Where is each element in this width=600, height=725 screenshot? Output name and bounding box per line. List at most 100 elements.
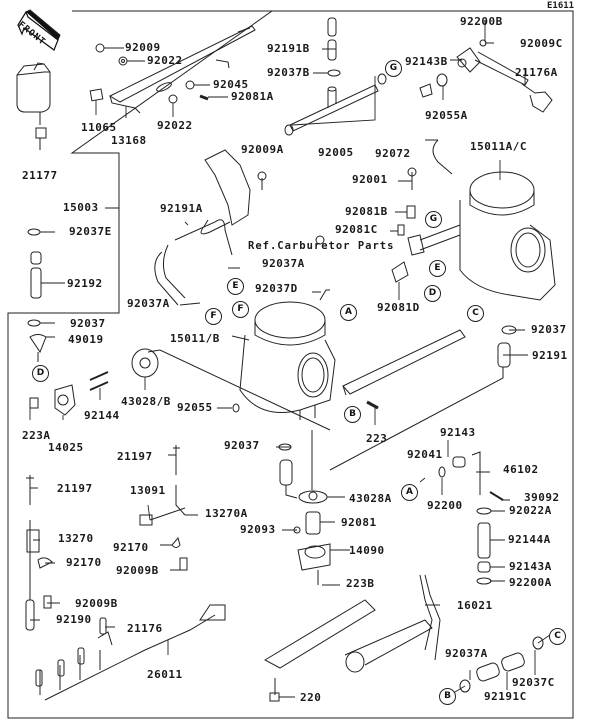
connector-a: A xyxy=(340,304,357,321)
frame-border xyxy=(7,10,574,719)
part-label[interactable]: 92144 xyxy=(84,409,120,422)
part-label[interactable]: 43028/B xyxy=(121,395,171,408)
part-label[interactable]: 15003 xyxy=(63,201,99,214)
connector-f: F xyxy=(232,301,249,318)
part-label[interactable]: 92190 xyxy=(56,613,92,626)
part-label[interactable]: 223A xyxy=(22,429,51,442)
part-label[interactable]: 220 xyxy=(300,691,322,704)
part-label[interactable]: 92037 xyxy=(531,323,567,336)
part-label[interactable]: 92045 xyxy=(213,78,249,91)
part-label[interactable]: 92005 xyxy=(318,146,354,159)
part-label[interactable]: 92200 xyxy=(427,499,463,512)
part-label[interactable]: 92170 xyxy=(113,541,149,554)
connector-b: B xyxy=(344,406,361,423)
part-label[interactable]: 92191C xyxy=(484,690,527,703)
part-label[interactable]: 92022 xyxy=(147,54,183,67)
carburetor-right xyxy=(407,171,556,301)
part-label[interactable]: 16021 xyxy=(457,599,493,612)
part-label[interactable]: 21197 xyxy=(57,482,93,495)
connector-c: C xyxy=(467,305,484,322)
hose-92191A xyxy=(154,219,233,306)
part-label[interactable]: 92009B xyxy=(75,597,118,610)
part-label[interactable]: 92093 xyxy=(240,523,276,536)
front-arrow-icon xyxy=(17,9,61,51)
connector-e: E xyxy=(227,278,244,295)
part-label[interactable]: 21176A xyxy=(515,66,558,79)
part-label[interactable]: 26011 xyxy=(147,668,183,681)
part-label[interactable]: 46102 xyxy=(503,463,539,476)
part-label[interactable]: 92144A xyxy=(508,533,551,546)
part-label[interactable]: 92037E xyxy=(69,225,112,238)
connector-g: G xyxy=(425,211,442,228)
part-label[interactable]: 92191A xyxy=(160,202,203,215)
connector-f: F xyxy=(205,308,222,325)
connector-e: E xyxy=(429,260,446,277)
part-label[interactable]: 92192 xyxy=(67,277,103,290)
part-label[interactable]: 92072 xyxy=(375,147,411,160)
part-label[interactable]: 13168 xyxy=(111,134,147,147)
carburetor-left xyxy=(239,301,336,420)
part-label[interactable]: 223 xyxy=(366,432,388,445)
part-label[interactable]: 92037A xyxy=(445,647,488,660)
part-label[interactable]: 92055A xyxy=(425,109,468,122)
part-label[interactable]: 43028A xyxy=(349,492,392,505)
part-label[interactable]: 92037 xyxy=(70,317,106,330)
part-label[interactable]: 92081C xyxy=(335,223,378,236)
part-label[interactable]: 92037 xyxy=(224,439,260,452)
part-label[interactable]: 223B xyxy=(346,577,375,590)
part-label[interactable]: 92200A xyxy=(509,576,552,589)
part-label[interactable]: 92143 xyxy=(440,426,476,439)
connector-g: G xyxy=(385,60,402,77)
part-label[interactable]: 11065 xyxy=(81,121,117,134)
part-label[interactable]: 92081B xyxy=(345,205,388,218)
part-label[interactable]: 92009A xyxy=(241,143,284,156)
part-label[interactable]: 92055 xyxy=(177,401,213,414)
part-label[interactable]: 92191B xyxy=(267,42,310,55)
sensor-21176A xyxy=(419,39,553,113)
part-label[interactable]: 92009B xyxy=(116,564,159,577)
connector-a: A xyxy=(401,484,418,501)
part-label[interactable]: 92037B xyxy=(267,66,310,79)
part-label[interactable]: 92081D xyxy=(377,301,420,314)
part-label[interactable]: 92081 xyxy=(341,516,377,529)
part-label[interactable]: 92037A xyxy=(127,297,170,310)
part-label[interactable]: 92037D xyxy=(255,282,298,295)
connector-b: B xyxy=(439,688,456,705)
part-label[interactable]: 92143A xyxy=(509,560,552,573)
reference-note: Ref.Carburetor Parts xyxy=(248,240,395,252)
part-label[interactable]: 92009C xyxy=(520,37,563,50)
part-label[interactable]: 92200B xyxy=(460,15,503,28)
part-label[interactable]: 92170 xyxy=(66,556,102,569)
part-label[interactable]: 92037C xyxy=(512,676,555,689)
throttle-rail xyxy=(342,329,466,396)
harness-26011 xyxy=(39,604,226,701)
part-label[interactable]: 92041 xyxy=(407,448,443,461)
part-label[interactable]: 13270 xyxy=(58,532,94,545)
figure-code: E1611 xyxy=(547,1,575,11)
relay-21177 xyxy=(16,62,51,150)
part-label[interactable]: 49019 xyxy=(68,333,104,346)
part-label[interactable]: 39092 xyxy=(524,491,560,504)
part-label[interactable]: 15011A/C xyxy=(470,140,527,153)
part-label[interactable]: 92037A xyxy=(262,257,305,270)
part-label[interactable]: 92143B xyxy=(405,55,448,68)
connector-d: D xyxy=(424,285,441,302)
part-label[interactable]: 21197 xyxy=(117,450,153,463)
fuel-pipe-92005 xyxy=(284,73,387,136)
part-label[interactable]: 15011/B xyxy=(170,332,220,345)
part-label[interactable]: 21176 xyxy=(127,622,163,635)
part-label[interactable]: 92001 xyxy=(352,173,388,186)
connector-d: D xyxy=(32,365,49,382)
part-label[interactable]: 92022 xyxy=(157,119,193,132)
part-label[interactable]: 14090 xyxy=(349,544,385,557)
part-label[interactable]: 13091 xyxy=(130,484,166,497)
part-label[interactable]: 92191 xyxy=(532,349,568,362)
part-label[interactable]: 13270A xyxy=(205,507,248,520)
part-label[interactable]: 92022A xyxy=(509,504,552,517)
part-label[interactable]: 92009 xyxy=(125,41,161,54)
part-label[interactable]: 21177 xyxy=(22,169,58,182)
part-label[interactable]: 14025 xyxy=(48,441,84,454)
part-label[interactable]: 92081A xyxy=(231,90,274,103)
